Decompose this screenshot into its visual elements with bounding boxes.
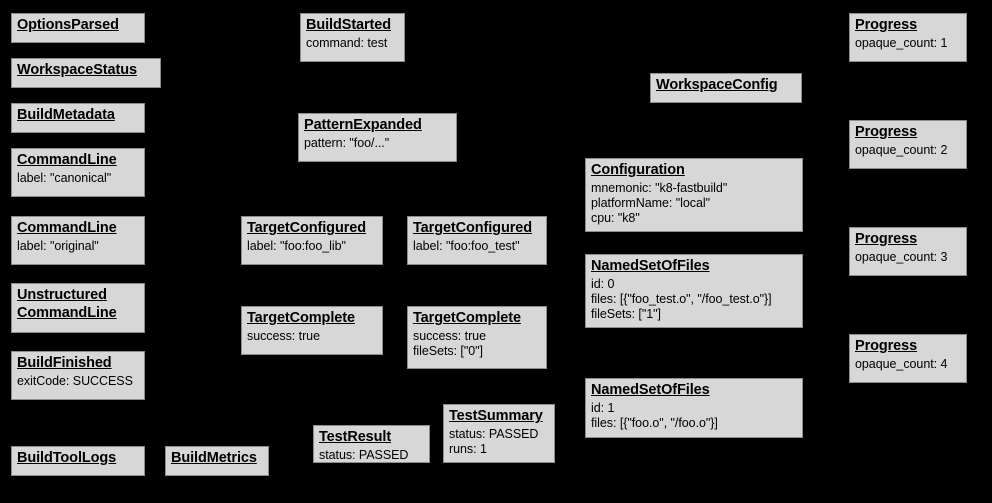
- node-title: CommandLine: [17, 220, 117, 236]
- node-build-started[interactable]: BuildStarted command: test: [300, 13, 405, 62]
- node-title: BuildMetrics: [171, 450, 257, 466]
- node-pattern-expanded[interactable]: PatternExpanded pattern: "foo/...": [298, 113, 457, 162]
- node-title: TargetComplete: [413, 310, 521, 326]
- node-progress-4[interactable]: Progress opaque_count: 4: [849, 334, 967, 383]
- node-test-result[interactable]: TestResult status: PASSED: [313, 425, 430, 463]
- node-attributes: status: PASSED: [319, 447, 409, 462]
- node-title: Unstructured CommandLine: [17, 287, 117, 321]
- node-attributes: status: PASSED runs: 1: [449, 426, 539, 456]
- node-test-summary[interactable]: TestSummary status: PASSED runs: 1: [443, 404, 555, 463]
- node-target-configured-lib[interactable]: TargetConfigured label: "foo:foo_lib": [241, 216, 383, 265]
- node-attributes: command: test: [306, 35, 388, 50]
- node-attributes: success: true: [247, 328, 320, 343]
- node-attributes: opaque_count: 3: [855, 249, 948, 264]
- node-title: NamedSetOfFiles: [591, 382, 710, 398]
- node-title: Progress: [855, 338, 918, 354]
- node-title: Progress: [855, 17, 918, 33]
- node-attributes: mnemonic: "k8-fastbuild" platformName: "…: [591, 180, 728, 226]
- node-attributes: exitCode: SUCCESS: [17, 373, 133, 388]
- node-title: TargetConfigured: [247, 220, 366, 236]
- node-target-complete-test[interactable]: TargetComplete success: true fileSets: ["…: [407, 306, 547, 369]
- node-progress-3[interactable]: Progress opaque_count: 3: [849, 227, 967, 276]
- node-title: NamedSetOfFiles: [591, 258, 710, 274]
- node-attributes: label: "canonical": [17, 170, 112, 185]
- node-target-complete-lib[interactable]: TargetComplete success: true: [241, 306, 383, 355]
- node-named-set-of-files-1[interactable]: NamedSetOfFiles id: 1 files: [{"foo.o", "…: [585, 378, 803, 438]
- node-build-finished[interactable]: BuildFinished exitCode: SUCCESS: [11, 351, 145, 400]
- node-attributes: label: "foo:foo_test": [413, 238, 520, 253]
- node-title: Progress: [855, 124, 918, 140]
- node-attributes: opaque_count: 4: [855, 356, 948, 371]
- node-title: WorkspaceConfig: [656, 77, 778, 93]
- node-attributes: pattern: "foo/...": [304, 135, 390, 150]
- node-progress-1[interactable]: Progress opaque_count: 1: [849, 13, 967, 62]
- node-unstructured-cmdline[interactable]: Unstructured CommandLine: [11, 283, 145, 333]
- node-attributes: label: "foo:foo_lib": [247, 238, 346, 253]
- node-title: TestSummary: [449, 408, 543, 424]
- node-title: BuildFinished: [17, 355, 112, 371]
- node-attributes: opaque_count: 2: [855, 142, 948, 157]
- node-progress-2[interactable]: Progress opaque_count: 2: [849, 120, 967, 169]
- node-options-parsed[interactable]: OptionsParsed: [11, 13, 145, 43]
- node-build-metrics[interactable]: BuildMetrics: [165, 446, 269, 476]
- node-build-tool-logs[interactable]: BuildToolLogs: [11, 446, 145, 476]
- node-build-metadata[interactable]: BuildMetadata: [11, 103, 145, 133]
- node-command-line-canonical[interactable]: CommandLine label: "canonical": [11, 148, 145, 197]
- node-title: Configuration: [591, 162, 685, 178]
- node-attributes: id: 0 files: [{"foo_test.o", "/foo_test.…: [591, 276, 772, 322]
- node-attributes: id: 1 files: [{"foo.o", "/foo.o"}]: [591, 400, 718, 430]
- node-title: BuildToolLogs: [17, 450, 117, 466]
- node-title: TargetComplete: [247, 310, 355, 326]
- node-title: BuildMetadata: [17, 107, 115, 123]
- node-title: Progress: [855, 231, 918, 247]
- node-attributes: opaque_count: 1: [855, 35, 948, 50]
- node-configuration[interactable]: Configuration mnemonic: "k8-fastbuild" pl…: [585, 158, 803, 232]
- node-title: WorkspaceStatus: [17, 62, 137, 78]
- node-title: TargetConfigured: [413, 220, 532, 236]
- node-title: CommandLine: [17, 152, 117, 168]
- node-attributes: success: true fileSets: ["0"]: [413, 328, 486, 358]
- node-title: OptionsParsed: [17, 17, 119, 33]
- node-workspace-status[interactable]: WorkspaceStatus: [11, 58, 161, 88]
- node-named-set-of-files-0[interactable]: NamedSetOfFiles id: 0 files: [{"foo_test.…: [585, 254, 803, 328]
- node-attributes: label: "original": [17, 238, 99, 253]
- node-title: TestResult: [319, 429, 392, 445]
- node-workspace-config[interactable]: WorkspaceConfig: [650, 73, 802, 103]
- node-title: PatternExpanded: [304, 117, 422, 133]
- node-title: BuildStarted: [306, 17, 392, 33]
- node-target-configured-test[interactable]: TargetConfigured label: "foo:foo_test": [407, 216, 547, 265]
- node-command-line-original[interactable]: CommandLine label: "original": [11, 216, 145, 265]
